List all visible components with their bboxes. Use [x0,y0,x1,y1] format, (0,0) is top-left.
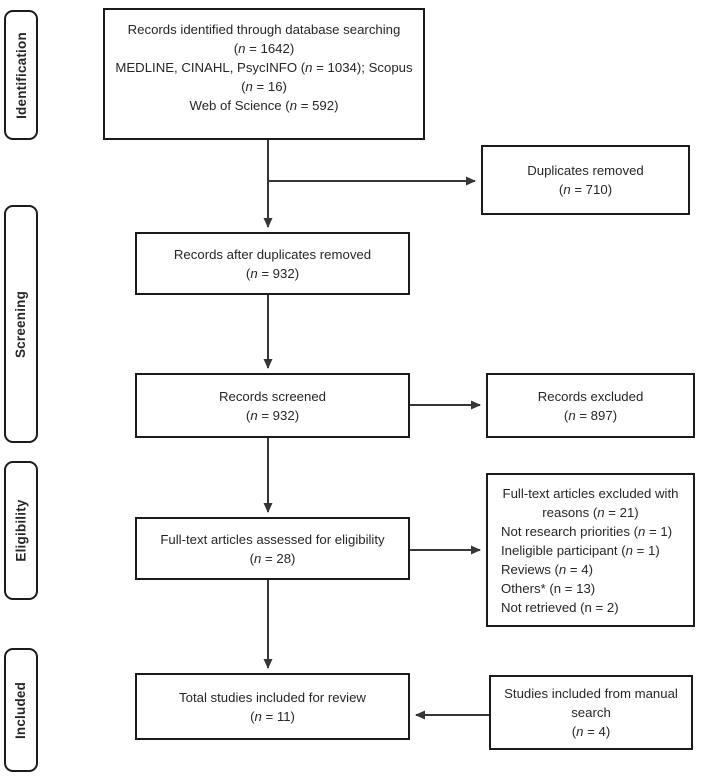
stage-identification-label: Identification [13,31,29,119]
records-screened-box: Records screened (n = 932) [135,373,410,438]
box-text-line: (n = 11) [250,708,295,724]
box-text-line: Studies included from manual [504,686,678,701]
box-text-line: (n = 710) [558,182,613,197]
box-text-line: Ineligible participant (n = 1) [501,542,660,558]
box-text-line: Not retrieved (n = 2) [501,599,619,615]
box-text-line: (n = 28) [249,550,296,566]
box-text-line: Records excluded [537,388,644,404]
box-text-line: MEDLINE, CINAHL, PsycINFO (n = 1034); Sc… [115,60,413,75]
box-text-line: (n = 897) [563,407,618,423]
box-text-line: (n = 4) [571,724,611,739]
box-text-line: Records after duplicates removed [173,246,372,262]
records-after-duplicates-box: Records after duplicates removed (n = 932… [135,232,410,295]
fulltext-excluded-box: Full-text articles excluded with reasons … [486,473,695,627]
box-text-line: Others* (n = 13) [501,580,596,596]
manual-search-box: Studies included from manual search (n = 4… [489,675,693,750]
duplicates-removed-box: Duplicates removed (n = 710) [481,145,690,215]
box-text-line: (n = 16) [241,79,287,94]
records-identified-box: Records identified through database sear… [103,8,425,140]
stage-eligibility: Eligibility [4,461,38,600]
box-text-line: Web of Science (n = 592) [189,98,339,113]
total-included-box: Total studies included for review (n = 11… [135,673,410,740]
stage-identification: Identification [4,10,38,140]
box-text-line: Duplicates removed [527,163,644,178]
stage-included: Included [4,648,38,772]
fulltext-assessed-box: Full-text articles assessed for eligibil… [135,517,410,580]
records-excluded-box: Records excluded (n = 897) [486,373,695,438]
box-text-line: (n = 932) [245,407,300,423]
box-text-line: reasons (n = 21) [542,504,639,520]
stage-screening-label: Screening [13,290,29,358]
stage-included-label: Included [13,681,29,739]
box-text-line: Not research priorities (n = 1) [501,523,673,539]
box-text-line: search [571,705,611,720]
stage-screening: Screening [4,205,38,443]
box-text-line: Full-text articles excluded with [502,485,679,501]
stage-eligibility-label: Eligibility [13,499,29,562]
box-text-line: (n = 1642) [233,41,295,56]
box-text-line: Records screened [218,388,327,404]
box-text-line: Total studies included for review [179,689,366,705]
box-text-line: Records identified through database sear… [127,22,401,37]
box-text-line: Full-text articles assessed for eligibil… [160,531,385,547]
box-text-line: (n = 932) [245,265,300,281]
box-text-line: Reviews (n = 4) [501,561,593,577]
